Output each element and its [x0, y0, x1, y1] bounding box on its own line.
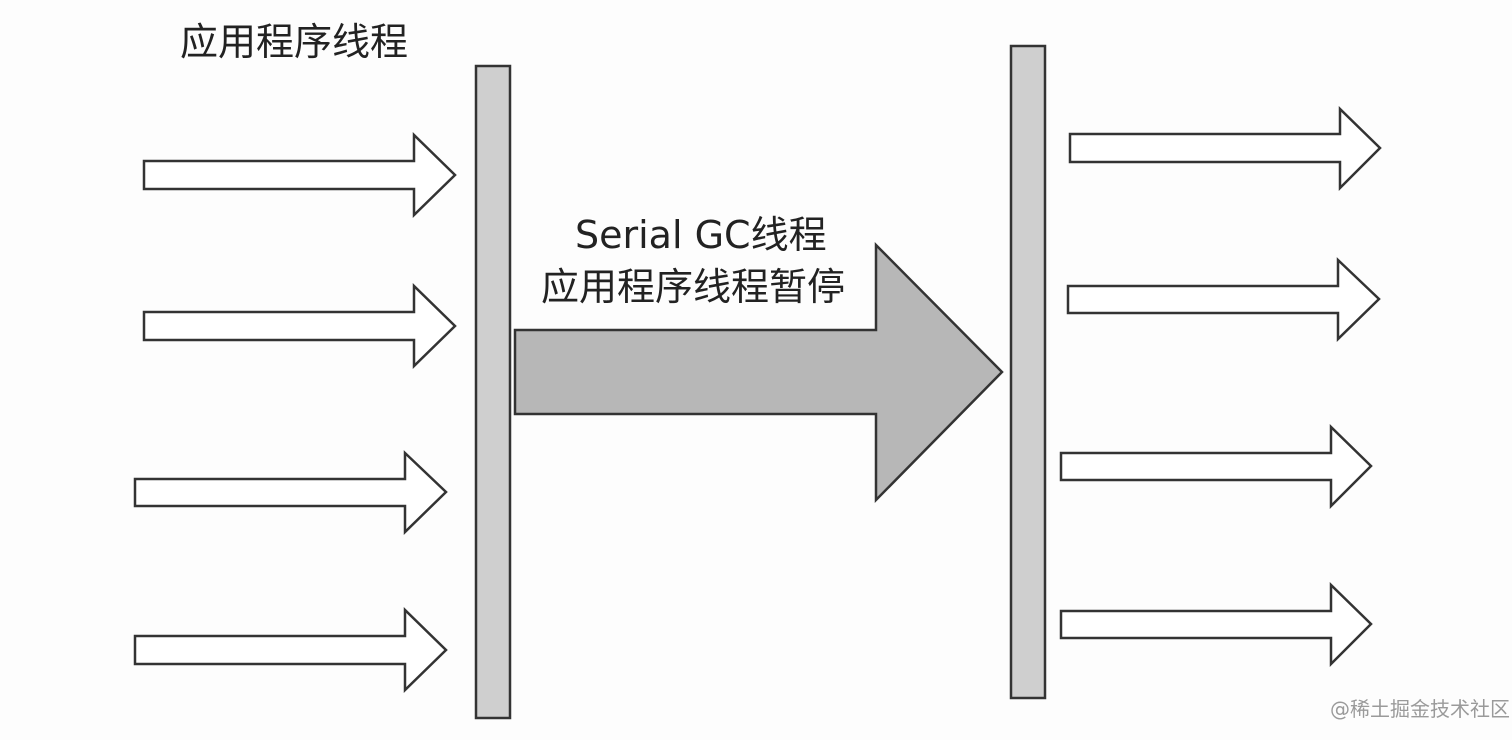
app-thread-arrow-left-1	[142, 132, 457, 218]
app-thread-arrow-right-2	[1066, 257, 1381, 342]
app-thread-arrow-right-3	[1059, 424, 1373, 510]
app-thread-arrow-right-1	[1068, 106, 1382, 192]
watermark-text: @稀土掘金技术社区	[1330, 697, 1510, 721]
left-safepoint-bar	[474, 64, 512, 720]
app-threads-title: 应用程序线程	[180, 20, 408, 64]
app-thread-arrow-left-4	[133, 607, 448, 693]
app-thread-arrow-left-2	[142, 283, 457, 369]
app-thread-arrow-right-4	[1059, 582, 1373, 668]
app-thread-arrow-left-3	[133, 450, 448, 535]
right-safepoint-bar	[1009, 44, 1047, 700]
gc-thread-label: Serial GC线程	[575, 213, 827, 257]
app-threads-paused-label: 应用程序线程暂停	[541, 265, 845, 309]
gc-thread-arrow	[513, 241, 1004, 504]
